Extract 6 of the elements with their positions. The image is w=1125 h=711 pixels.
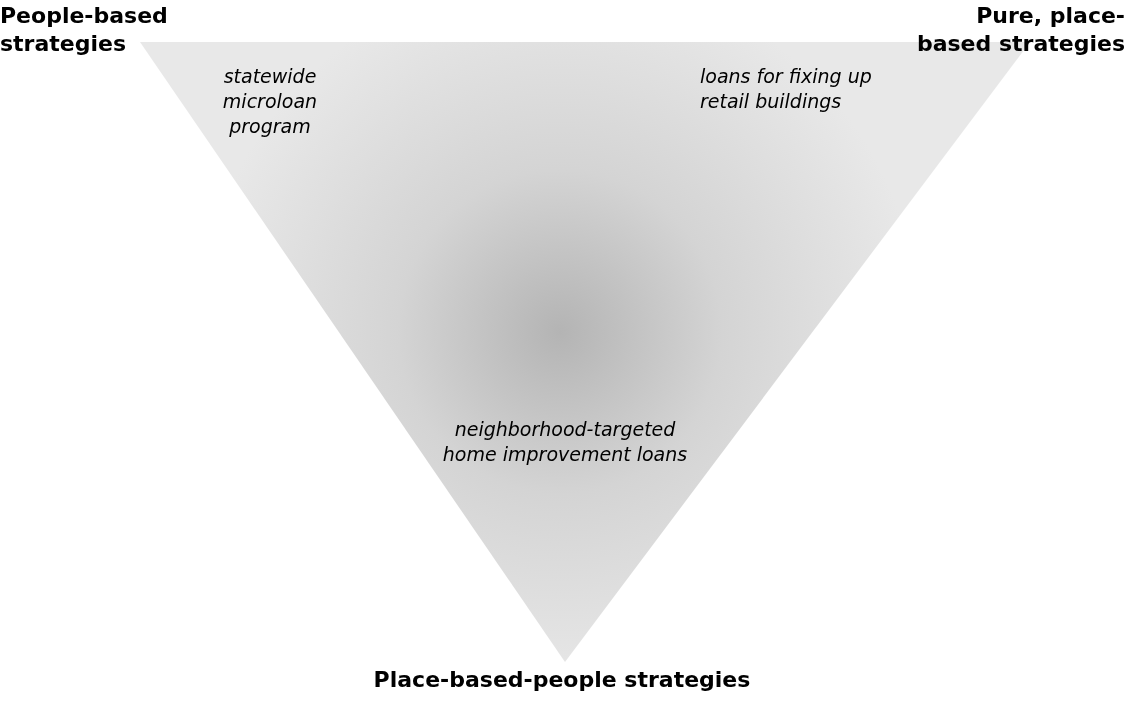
example-text: statewide microloan program xyxy=(221,64,319,139)
corner-label: People-based strategies xyxy=(0,2,169,58)
corner-label: Place-based-people strategies xyxy=(372,666,752,694)
example-text: loans for fixing up retail buildings xyxy=(700,64,873,114)
example-text: neighborhood-targeted home improvement loans xyxy=(441,417,689,467)
corner-label: Pure, place-based strategies xyxy=(915,2,1125,58)
